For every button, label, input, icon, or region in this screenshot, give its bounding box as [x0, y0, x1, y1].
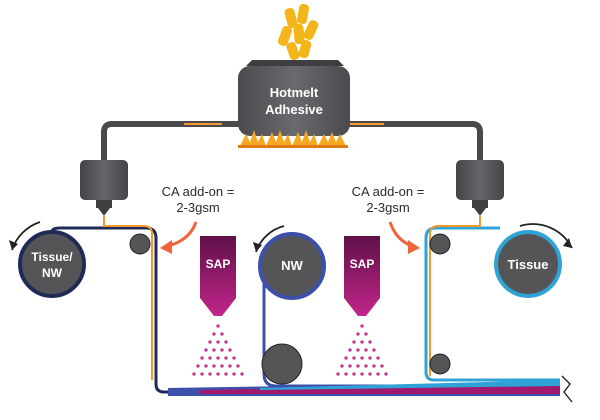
roll-right-label: Tissue — [508, 257, 549, 272]
adhesive-pellets — [278, 3, 319, 61]
sap-hopper-right: SAP — [344, 236, 380, 316]
idler-roller-right-top — [429, 233, 451, 255]
left-note-line2: 2-3gsm — [176, 200, 219, 215]
idler-roller-left — [129, 233, 151, 255]
left-note-line1: CA add-on = — [162, 184, 235, 199]
sap-right-label: SAP — [350, 257, 375, 271]
roll-left: Tissue/ NW — [18, 230, 86, 298]
tank-label-line1: Hotmelt — [270, 85, 319, 100]
sap-spray-right — [336, 324, 388, 376]
heater-flames — [238, 130, 348, 148]
right-ca-note: CA add-on = 2-3gsm — [352, 184, 425, 215]
hotmelt-tank: Hotmelt Adhesive — [238, 60, 350, 136]
adhesive-pipes — [101, 121, 483, 162]
roll-middle: NW — [258, 232, 326, 300]
roll-left-label-line2: NW — [42, 266, 63, 280]
nip-roller — [261, 343, 303, 385]
left-ca-arrowhead — [160, 240, 172, 254]
roll-right: Tissue — [494, 230, 562, 298]
left-spray-gun — [80, 160, 128, 216]
roll-left-arrowhead — [9, 240, 18, 250]
roll-left-label-line1: Tissue/ — [31, 250, 73, 264]
sap-spray-left — [192, 324, 244, 376]
sap-left-label: SAP — [206, 257, 231, 271]
right-note-line1: CA add-on = — [352, 184, 425, 199]
left-ca-arrow — [167, 221, 198, 248]
idler-roller-right-bottom — [429, 353, 451, 375]
right-ca-arrowhead — [408, 240, 420, 254]
tank-label-line2: Adhesive — [265, 102, 323, 117]
roll-middle-label: NW — [281, 258, 303, 273]
left-ca-note: CA add-on = 2-3gsm — [162, 184, 235, 215]
right-note-line2: 2-3gsm — [366, 200, 409, 215]
sap-hopper-left: SAP — [200, 236, 236, 316]
roll-middle-arrowhead — [253, 242, 262, 252]
right-spray-gun — [456, 160, 504, 216]
roll-right-arrowhead — [563, 238, 572, 248]
laminate-output — [168, 375, 573, 403]
